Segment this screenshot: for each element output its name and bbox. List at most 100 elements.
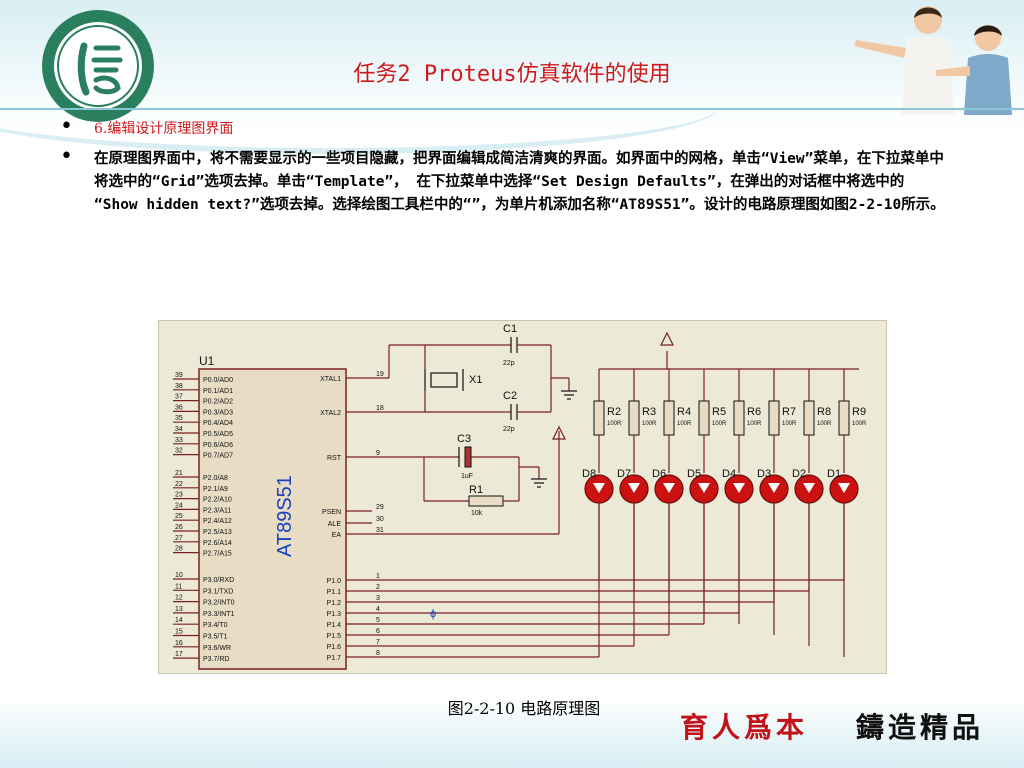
slogan-left: 育人爲本	[680, 711, 809, 744]
left-pin-num: 14	[175, 617, 183, 624]
left-pin-label: P3.1/TXD	[203, 588, 233, 595]
left-pin-label: P2.4/A12	[203, 518, 232, 525]
left-pin-num: 36	[175, 404, 183, 411]
school-logo-icon	[42, 10, 154, 122]
left-pin-label: P2.2/A10	[203, 497, 232, 504]
led-label: D8	[582, 468, 596, 480]
bullet-dot-2: •	[60, 144, 73, 169]
led-resistor	[628, 400, 640, 436]
mcu-name: AT89S51	[274, 475, 296, 557]
right-pin-label: P1.5	[327, 633, 342, 640]
resistor-value: 100R	[852, 421, 867, 427]
left-pin-num: 27	[175, 535, 183, 542]
left-pin-label: P2.3/A11	[203, 507, 231, 514]
led-triangle	[733, 483, 745, 493]
right-pin-num: 4	[376, 606, 380, 613]
resistor-label: R2	[607, 406, 621, 418]
led-label: D7	[617, 468, 631, 480]
led-triangle	[628, 483, 640, 493]
c3-plate-electrolytic	[464, 446, 472, 468]
left-pin-label: P0.7/AD7	[203, 453, 233, 460]
left-pin-num: 16	[175, 640, 183, 647]
right-pin-label: EA	[332, 532, 342, 539]
right-pin-label: XTAL2	[320, 410, 341, 417]
led-label: D3	[757, 468, 771, 480]
right-pin-num: 5	[376, 617, 380, 624]
left-pin-label: P0.5/AD5	[203, 431, 233, 438]
resistor-value: 100R	[747, 421, 762, 427]
resistor-value: 100R	[607, 421, 622, 427]
left-pin-num: 10	[175, 572, 183, 579]
left-pin-label: P2.0/A8	[203, 475, 228, 482]
left-pin-num: 17	[175, 651, 183, 658]
mcu-ref: U1	[199, 354, 215, 368]
left-pin-label: P3.6/WR	[203, 645, 231, 652]
led-triangle	[803, 483, 815, 493]
left-pin-num: 21	[175, 470, 183, 477]
header-swoosh	[0, 58, 720, 154]
right-pin-label: P1.0	[327, 578, 342, 585]
right-pin-label: P1.3	[327, 611, 342, 618]
left-pin-num: 25	[175, 513, 183, 520]
cursor-mark: ϕ	[430, 608, 436, 620]
vcc-arrow-1	[552, 425, 566, 440]
left-pin-label: P0.1/AD1	[203, 388, 233, 395]
left-pin-label: P0.2/AD2	[203, 399, 233, 406]
left-pin-num: 23	[175, 492, 183, 499]
left-pin-num: 12	[175, 595, 183, 602]
led-resistor	[733, 400, 745, 436]
left-pin-label: P0.0/AD0	[203, 377, 233, 384]
left-pin-num: 26	[175, 524, 183, 531]
c1-value: 22p	[503, 360, 515, 367]
left-pin-num: 24	[175, 502, 183, 509]
right-pin-num: 9	[376, 450, 380, 457]
led-triangle	[593, 483, 605, 493]
slogan-right: 鑄造精品	[856, 711, 985, 744]
left-pin-label: P2.5/A13	[203, 529, 232, 536]
left-pin-num: 33	[175, 437, 183, 444]
resistor-label: R7	[782, 406, 796, 418]
led-resistor	[663, 400, 675, 436]
resistor-value: 100R	[677, 421, 692, 427]
vcc-arrow-2	[660, 331, 674, 346]
resistor-label: R4	[677, 406, 691, 418]
right-pin-num: 19	[376, 371, 384, 378]
led-triangle	[663, 483, 675, 493]
r1-value: 10k	[471, 510, 483, 517]
led-resistor	[593, 400, 605, 436]
c2-label: C2	[503, 390, 517, 402]
schematic-canvas: U1AT89S5139P0.0/AD038P0.1/AD137P0.2/AD23…	[173, 323, 867, 670]
resistor-value: 100R	[712, 421, 727, 427]
right-pin-label: P1.6	[327, 644, 342, 651]
right-pin-label: P1.2	[327, 600, 342, 607]
left-pin-label: P3.2/INT0	[203, 600, 235, 607]
bullet-2-text: 在原理图界面中，将不需要显示的一些项目隐藏，把界面编辑成简洁清爽的界面。如界面中…	[94, 151, 945, 213]
led-label: D1	[827, 468, 841, 480]
resistor-label: R6	[747, 406, 761, 418]
left-pin-num: 28	[175, 546, 183, 553]
resistor-label: R3	[642, 406, 656, 418]
right-pin-label: P1.7	[327, 655, 342, 662]
left-pin-num: 34	[175, 426, 183, 433]
resistor-label: R8	[817, 406, 831, 418]
x1-label: X1	[469, 374, 482, 386]
led-resistor	[768, 400, 780, 436]
led-resistor	[698, 400, 710, 436]
right-pin-label: RST	[327, 455, 342, 462]
footer-background	[0, 698, 1024, 768]
right-pin-num: 7	[376, 639, 380, 646]
resistor-value: 100R	[817, 421, 832, 427]
right-pin-num: 1	[376, 573, 380, 580]
left-pin-label: P3.7/RD	[203, 656, 229, 663]
led-label: D2	[792, 468, 806, 480]
right-pin-label: XTAL1	[320, 376, 341, 383]
left-pin-num: 38	[175, 383, 183, 390]
right-pin-label: P1.1	[327, 589, 342, 596]
led-label: D4	[722, 468, 736, 480]
right-pin-num: 30	[376, 516, 384, 523]
resistor-value: 100R	[782, 421, 797, 427]
left-pin-num: 37	[175, 394, 183, 401]
left-pin-label: P2.6/A14	[203, 540, 232, 547]
resistor-label: R9	[852, 406, 866, 418]
